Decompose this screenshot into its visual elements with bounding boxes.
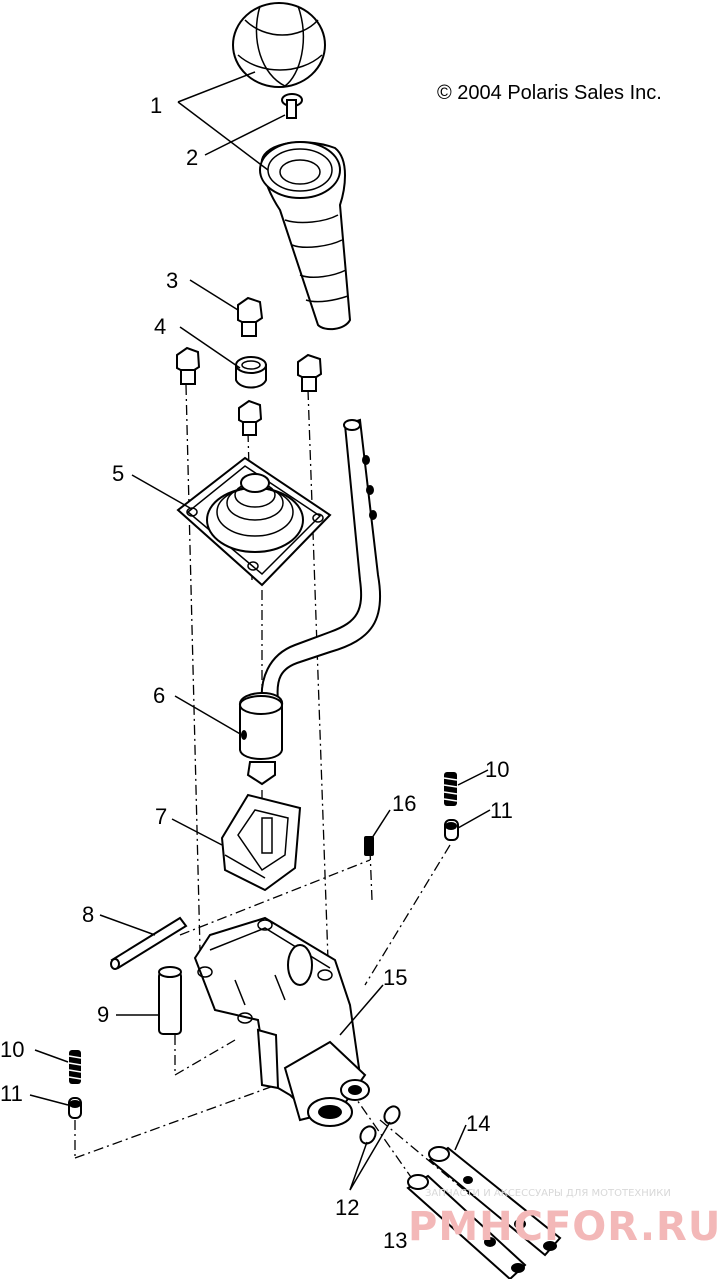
callout-4: 4 (154, 314, 166, 339)
callout-5: 5 (112, 461, 124, 486)
bolt-left (176, 346, 201, 385)
callout-9: 9 (97, 1002, 109, 1027)
pin-part-8 (110, 916, 188, 970)
watermark-tagline: ЗАПЧАСТИ И АКСЕССУАРЫ ДЛЯ МОТОТЕХНИКИ (425, 1188, 671, 1199)
callout-2: 2 (186, 145, 198, 170)
callout-10-left: 10 (0, 1037, 24, 1062)
shift-rod-part-14 (428, 1146, 562, 1257)
alignment-lines (74, 384, 471, 1196)
shift-rod-part-13 (406, 1174, 527, 1279)
callout-7: 7 (155, 804, 167, 829)
leader-lines (29, 71, 491, 1191)
callout-11-left: 11 (0, 1081, 23, 1106)
detent-ball-part-11-right (444, 819, 459, 841)
callout-6: 6 (153, 683, 165, 708)
housing-part-15 (193, 916, 370, 1127)
spring-part-10-right (443, 772, 458, 806)
bushing-part-4 (235, 356, 267, 389)
copyright-text: © 2004 Polaris Sales Inc. (437, 82, 662, 104)
screw-part-2 (281, 93, 303, 119)
dowel-part-9 (158, 966, 182, 1035)
o-rings-part-12 (359, 1105, 401, 1145)
set-screw-part-16 (364, 836, 374, 856)
callout-3: 3 (166, 268, 178, 293)
watermark: ЗАПЧАСТИ И АКСЕССУАРЫ ДЛЯ МОТОТЕХНИКИ PM… (408, 1188, 719, 1250)
shift-lever-part-6 (239, 418, 382, 786)
boot-plate-part-5 (176, 456, 332, 587)
callout-15: 15 (383, 965, 407, 990)
callout-13: 13 (383, 1228, 407, 1253)
shift-gate-part-7 (220, 793, 302, 892)
callout-8: 8 (82, 902, 94, 927)
callout-labels: 1 2 3 4 5 6 7 8 9 10 10 11 11 12 13 14 1… (0, 93, 513, 1253)
watermark-logo: PMHCFOR.RU (408, 1204, 719, 1250)
callout-1: 1 (150, 93, 162, 118)
shift-knob-part-1 (232, 2, 326, 88)
bolt-center (238, 399, 263, 436)
bolt-right (297, 353, 323, 392)
spring-part-10-left (68, 1050, 82, 1084)
detent-ball-part-11-left (68, 1097, 82, 1119)
shift-boot-part-1 (259, 141, 352, 331)
callout-12: 12 (335, 1195, 359, 1220)
callout-10-right: 10 (485, 757, 509, 782)
callout-11-right: 11 (490, 798, 513, 823)
callout-14: 14 (466, 1111, 490, 1136)
bolt-part-3 (237, 296, 264, 337)
callout-16: 16 (392, 791, 416, 816)
